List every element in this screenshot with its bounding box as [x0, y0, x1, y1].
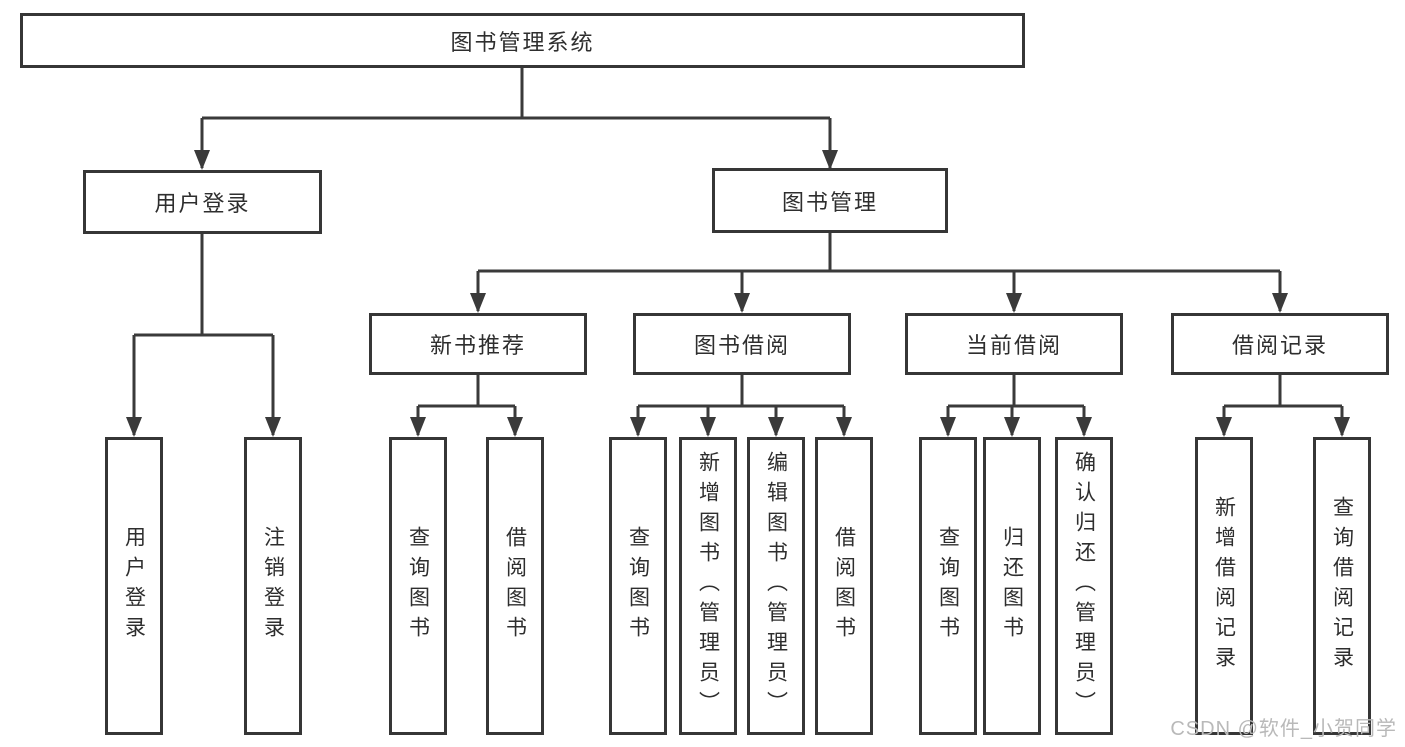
connector-arrowhead: [1334, 417, 1350, 437]
leaf-borrow-books: 借阅图书: [815, 437, 873, 735]
leaf-add-borrow-record-label: 新增借阅记录: [1212, 496, 1236, 676]
connector-arrowhead: [734, 293, 750, 313]
node-book-management-label: 图书管理: [781, 189, 878, 215]
watermark: CSDN @软件_小贺同学: [1170, 718, 1397, 740]
connector-arrowhead: [126, 417, 142, 437]
connector-arrowhead: [630, 417, 646, 437]
leaf-user-login-label: 用户登录: [122, 526, 146, 646]
connector-arrowhead: [194, 150, 210, 170]
connector-line: [132, 68, 1344, 435]
leaf-borrow-books-recommend-label: 借阅图书: [503, 526, 527, 646]
leaf-query-books-recommend: 查询图书: [389, 437, 447, 735]
node-book-borrow-label: 图书借阅: [693, 333, 790, 358]
node-book-borrow: 图书借阅: [633, 313, 851, 375]
connector-arrowhead: [768, 417, 784, 437]
leaf-confirm-return-admin: 确认归还（管理员）: [1055, 437, 1113, 735]
connector-arrowhead: [1272, 293, 1288, 313]
leaf-query-books-current-label: 查询图书: [936, 526, 960, 646]
connector-arrowhead: [470, 293, 486, 313]
leaf-return-books-label: 归还图书: [1000, 526, 1024, 646]
connector-arrowhead: [940, 417, 956, 437]
connector-arrowhead: [410, 417, 426, 437]
node-new-book-recommend-label: 新书推荐: [429, 333, 526, 358]
node-borrow-records: 借阅记录: [1171, 313, 1389, 375]
node-root-label: 图书管理系统: [450, 29, 595, 55]
leaf-borrow-books-label: 借阅图书: [832, 526, 856, 646]
node-current-borrow-label: 当前借阅: [965, 333, 1062, 358]
leaf-edit-books-admin: 编辑图书（管理员）: [747, 437, 805, 735]
leaf-add-books-admin-label: 新增图书（管理员）: [696, 451, 720, 721]
node-user-login: 用户登录: [83, 170, 322, 234]
leaf-user-login: 用户登录: [105, 437, 163, 735]
leaf-add-borrow-record: 新增借阅记录: [1195, 437, 1253, 735]
leaf-query-books-current: 查询图书: [919, 437, 977, 735]
connector-arrowhead: [700, 417, 716, 437]
leaf-return-books: 归还图书: [983, 437, 1041, 735]
leaf-query-books-borrow: 查询图书: [609, 437, 667, 735]
leaf-query-borrow-record-label: 查询借阅记录: [1330, 496, 1354, 676]
connector-arrowhead: [1216, 417, 1232, 437]
node-book-management: 图书管理: [712, 168, 948, 233]
leaf-edit-books-admin-label: 编辑图书（管理员）: [764, 451, 788, 721]
connector-arrowhead: [1076, 417, 1092, 437]
leaf-query-books-recommend-label: 查询图书: [406, 526, 430, 646]
leaf-logout: 注销登录: [244, 437, 302, 735]
node-root: 图书管理系统: [20, 13, 1025, 68]
node-user-login-label: 用户登录: [154, 191, 251, 216]
connector-arrowhead: [836, 417, 852, 437]
leaf-borrow-books-recommend: 借阅图书: [486, 437, 544, 735]
connector-arrowhead: [1006, 293, 1022, 313]
leaf-logout-label: 注销登录: [261, 526, 285, 646]
leaf-query-books-borrow-label: 查询图书: [626, 526, 650, 646]
connector-arrowhead: [822, 150, 838, 170]
connector-arrowhead: [507, 417, 523, 437]
node-current-borrow: 当前借阅: [905, 313, 1123, 375]
node-new-book-recommend: 新书推荐: [369, 313, 587, 375]
connector-arrowhead: [265, 417, 281, 437]
connector-arrowhead: [1004, 417, 1020, 437]
leaf-confirm-return-admin-label: 确认归还（管理员）: [1072, 451, 1096, 721]
node-borrow-records-label: 借阅记录: [1231, 333, 1328, 358]
leaf-add-books-admin: 新增图书（管理员）: [679, 437, 737, 735]
leaf-query-borrow-record: 查询借阅记录: [1313, 437, 1371, 735]
